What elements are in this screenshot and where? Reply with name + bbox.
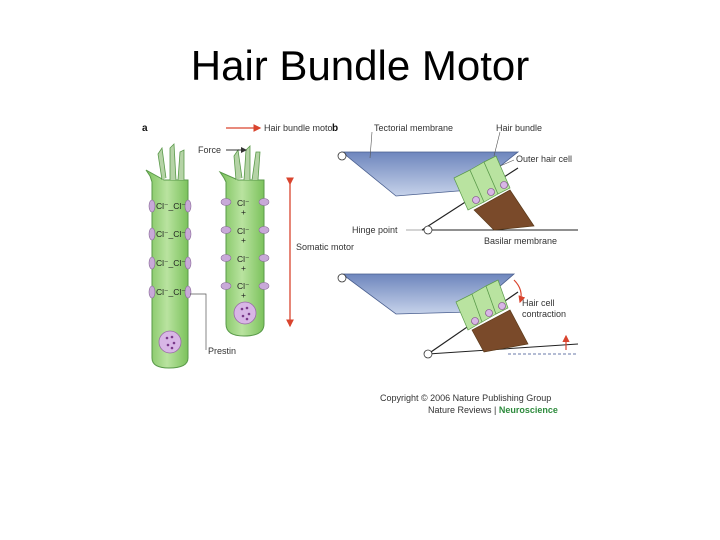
somatic-motor-label: Somatic motor — [296, 242, 354, 252]
plus-4: + — [241, 290, 246, 300]
journal-text: Nature Reviews | Neuroscience — [428, 405, 558, 415]
cochlea-diagram-contracted — [337, 273, 579, 359]
journal-prefix: Nature Reviews | — [428, 405, 499, 415]
chloride-pair-2: Cl⁻_Cl⁻ — [156, 229, 186, 239]
prestin-pointer — [190, 293, 207, 350]
panel-b-letter: b — [332, 123, 338, 134]
hinge-point-label: Hinge point — [352, 225, 398, 235]
plus-2: + — [241, 235, 246, 245]
chloride-pair-1: Cl⁻_Cl⁻ — [156, 201, 186, 211]
cochlea-diagram-resting — [337, 151, 578, 235]
chloride-pair-4: Cl⁻_Cl⁻ — [156, 287, 186, 297]
chloride-single-2: Cl⁻ — [237, 226, 250, 236]
prestin-label: Prestin — [208, 346, 236, 356]
figure-svg: a Cl⁻_Cl⁻ Cl⁻_Cl⁻ Cl⁻_Cl⁻ Cl⁻_Cl⁻ — [142, 123, 579, 415]
slide-title: Hair Bundle Motor — [190, 42, 530, 89]
hair-bundle-label: Hair bundle — [496, 123, 542, 133]
chloride-single-1: Cl⁻ — [237, 198, 250, 208]
copyright-text: Copyright © 2006 Nature Publishing Group — [380, 393, 551, 403]
chloride-pair-3: Cl⁻_Cl⁻ — [156, 258, 186, 268]
outer-hair-cell-label: Outer hair cell — [516, 154, 572, 164]
panel-a-letter: a — [142, 123, 148, 134]
tectorial-membrane-label: Tectorial membrane — [374, 123, 453, 133]
plus-3: + — [241, 263, 246, 273]
contraction-line-1: Hair cell — [522, 298, 555, 308]
contraction-line-2: contraction — [522, 309, 566, 319]
chloride-single-4: Cl⁻ — [237, 281, 250, 291]
chloride-single-3: Cl⁻ — [237, 254, 250, 264]
outer-hair-cell-contracted — [218, 145, 270, 337]
hair-bundle-figure: a Cl⁻_Cl⁻ Cl⁻_Cl⁻ Cl⁻_Cl⁻ Cl⁻_Cl⁻ — [138, 118, 588, 418]
journal-name: Neuroscience — [499, 405, 558, 415]
hair-cell-contraction-label: Hair cell contraction — [522, 298, 566, 319]
plus-1: + — [241, 207, 246, 217]
force-label: Force — [198, 145, 221, 155]
basilar-membrane-label: Basilar membrane — [484, 236, 557, 246]
outer-hair-cell-elongated — [145, 143, 192, 369]
hair-bundle-motor-label: Hair bundle motor — [264, 123, 336, 133]
